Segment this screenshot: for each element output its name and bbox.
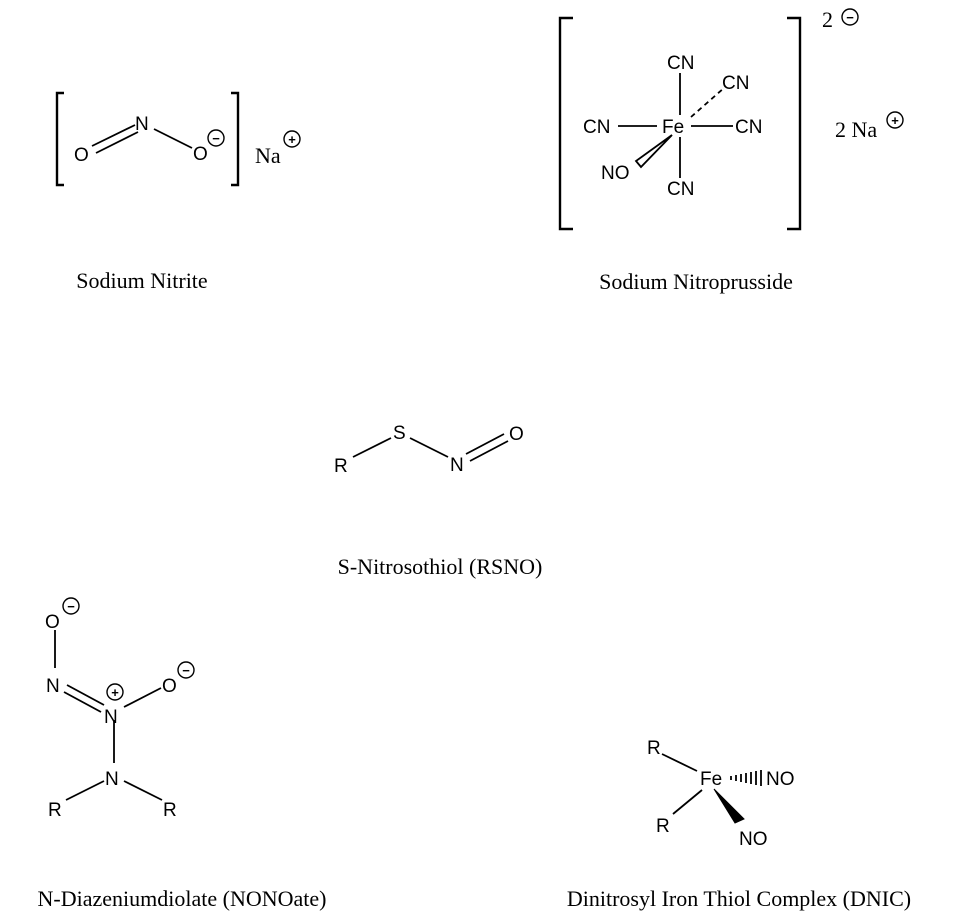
double-bond-line-2 [95,131,139,154]
atom-cn-bottom: CN [667,179,694,200]
atom-no: NO [601,163,630,184]
right-bracket [231,91,240,187]
atom-s: S [393,423,406,444]
caption-rsno: S-Nitrosothiol (RSNO) [338,554,543,579]
atom-no-wedge: NO [739,829,768,850]
bond-r-fe-bottom [672,789,703,815]
caption-sodium-nitroprusside: Sodium Nitroprusside [599,269,793,294]
double-bond-line-1 [66,684,105,706]
positive-charge-sign: + [288,132,296,147]
negative-charge-sign-right: − [182,663,190,678]
atom-r-bottom: R [656,816,670,837]
negative-charge-sign: − [212,131,220,146]
atom-n-center: N [104,707,118,728]
sodium-nitroprusside-structure: Fe CN CN CN CN CN NO 2 − 2 Na + Sodium N… [558,7,904,294]
sodium-counterions: 2 Na [835,117,877,142]
negative-charge-sign-top: − [67,599,75,614]
complex-negative-charge-circle [841,8,859,26]
atom-o-top: O [45,612,60,633]
atom-o-double: O [74,145,89,166]
positive-charge-circle [106,683,124,701]
positive-charge-sign: + [111,685,119,700]
atom-r-left: R [48,800,62,821]
bond-fe-no-wedge [634,134,673,169]
atom-cn-top: CN [667,53,694,74]
negative-charge-circle-right [177,661,195,679]
atom-o-right: O [162,676,177,697]
bond-s-n [409,437,449,458]
double-bond-line-2 [63,691,102,713]
caption-nonoate: N-Diazeniumdiolate (NONOate) [38,886,327,911]
atom-cn-right: CN [735,117,762,138]
atom-r-top: R [647,738,661,759]
atom-cn-left: CN [583,117,610,138]
atom-o-single: O [193,144,208,165]
atom-n: N [135,114,149,135]
nonoate-structure: O − N N + O − N R R N-Diazeniumdiolate (… [38,597,327,911]
double-bond-line-1 [91,124,136,147]
positive-charge-circle [283,130,301,148]
atom-o: O [509,424,524,445]
positive-charge-sign: + [891,113,899,128]
sodium-nitrite-structure: O N O − Na + Sodium Nitrite [55,91,301,293]
atom-n: N [450,455,464,476]
caption-dnic: Dinitrosyl Iron Thiol Complex (DNIC) [567,886,911,911]
bond-r-fe-top [661,753,698,772]
atom-cn-upright: CN [722,73,749,94]
double-bond-line-1 [465,433,505,455]
atom-n-left: N [46,676,60,697]
left-bracket [55,91,64,187]
double-bond-line-2 [469,440,509,462]
bond-n-o [123,687,162,708]
complex-charge-number: 2 [822,7,833,32]
negative-charge-circle [207,129,225,147]
sodium-counterion: Na [255,143,281,168]
atom-no-hashed: NO [766,769,795,790]
wedge-bond-fe-no [713,788,745,824]
hashed-bond-fe-no [730,770,762,786]
complex-negative-charge-sign: − [846,10,854,25]
atom-n-bottom: N [105,769,119,790]
bond-n-r-left [65,780,105,801]
positive-charge-circle [886,111,904,129]
bond-n-r-right [123,780,163,801]
bond-fe-cn-upright-dashed [690,87,725,118]
atom-fe: Fe [662,117,684,138]
atom-r: R [334,456,348,477]
left-bracket [558,16,573,231]
dnic-structure: R Fe NO R NO Dinitrosyl Iron Thiol Compl… [567,738,911,911]
caption-sodium-nitrite: Sodium Nitrite [76,268,207,293]
negative-charge-circle-top [62,597,80,615]
right-bracket [787,16,802,231]
atom-fe: Fe [700,769,722,790]
atom-r-right: R [163,800,177,821]
rsno-structure: R S N O S-Nitrosothiol (RSNO) [334,423,542,579]
single-bond [153,128,193,149]
bond-r-s [352,437,392,458]
